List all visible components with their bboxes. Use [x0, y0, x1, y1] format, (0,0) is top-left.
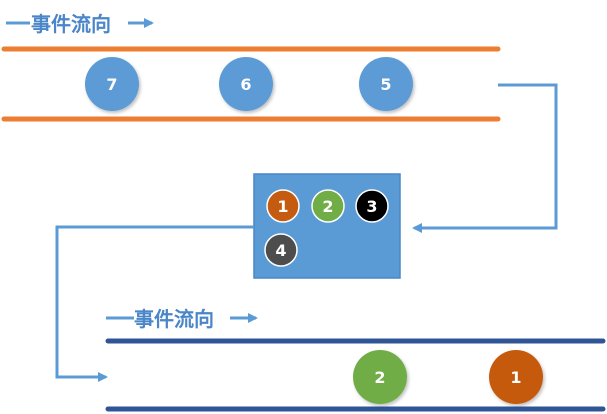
svg-text:5: 5 — [380, 75, 391, 94]
bottom-event-circle-1: 1 — [489, 350, 543, 404]
processor-to-bottom-connector — [55, 225, 254, 382]
svg-text:7: 7 — [106, 75, 117, 94]
top-to-processor-connector — [412, 83, 558, 233]
processor-event-2: 2 — [311, 189, 345, 223]
processor-event-1: 1 — [266, 189, 300, 223]
top-lane-events: 7 6 5 — [85, 57, 413, 111]
top-label-text: 事件流向 — [31, 12, 111, 36]
svg-text:6: 6 — [240, 75, 251, 94]
processor-events: 1 2 3 4 — [264, 189, 389, 267]
event-circle-7: 7 — [85, 57, 139, 111]
svg-text:2: 2 — [322, 197, 333, 216]
bottom-flow-label: 事件流向 — [106, 307, 258, 331]
svg-text:1: 1 — [277, 197, 288, 216]
event-circle-5: 5 — [359, 57, 413, 111]
svg-text:4: 4 — [275, 241, 286, 260]
bottom-event-circle-2: 2 — [353, 350, 407, 404]
svg-text:2: 2 — [374, 368, 385, 387]
processor-event-4: 4 — [264, 233, 298, 267]
event-circle-6: 6 — [219, 57, 273, 111]
svg-text:1: 1 — [510, 368, 521, 387]
processor-event-3: 3 — [355, 189, 389, 223]
svg-text:3: 3 — [366, 197, 377, 216]
bottom-label-text: 事件流向 — [134, 307, 214, 331]
top-flow-label: 事件流向 — [6, 12, 154, 36]
bottom-lane-events: 2 1 — [353, 350, 543, 404]
